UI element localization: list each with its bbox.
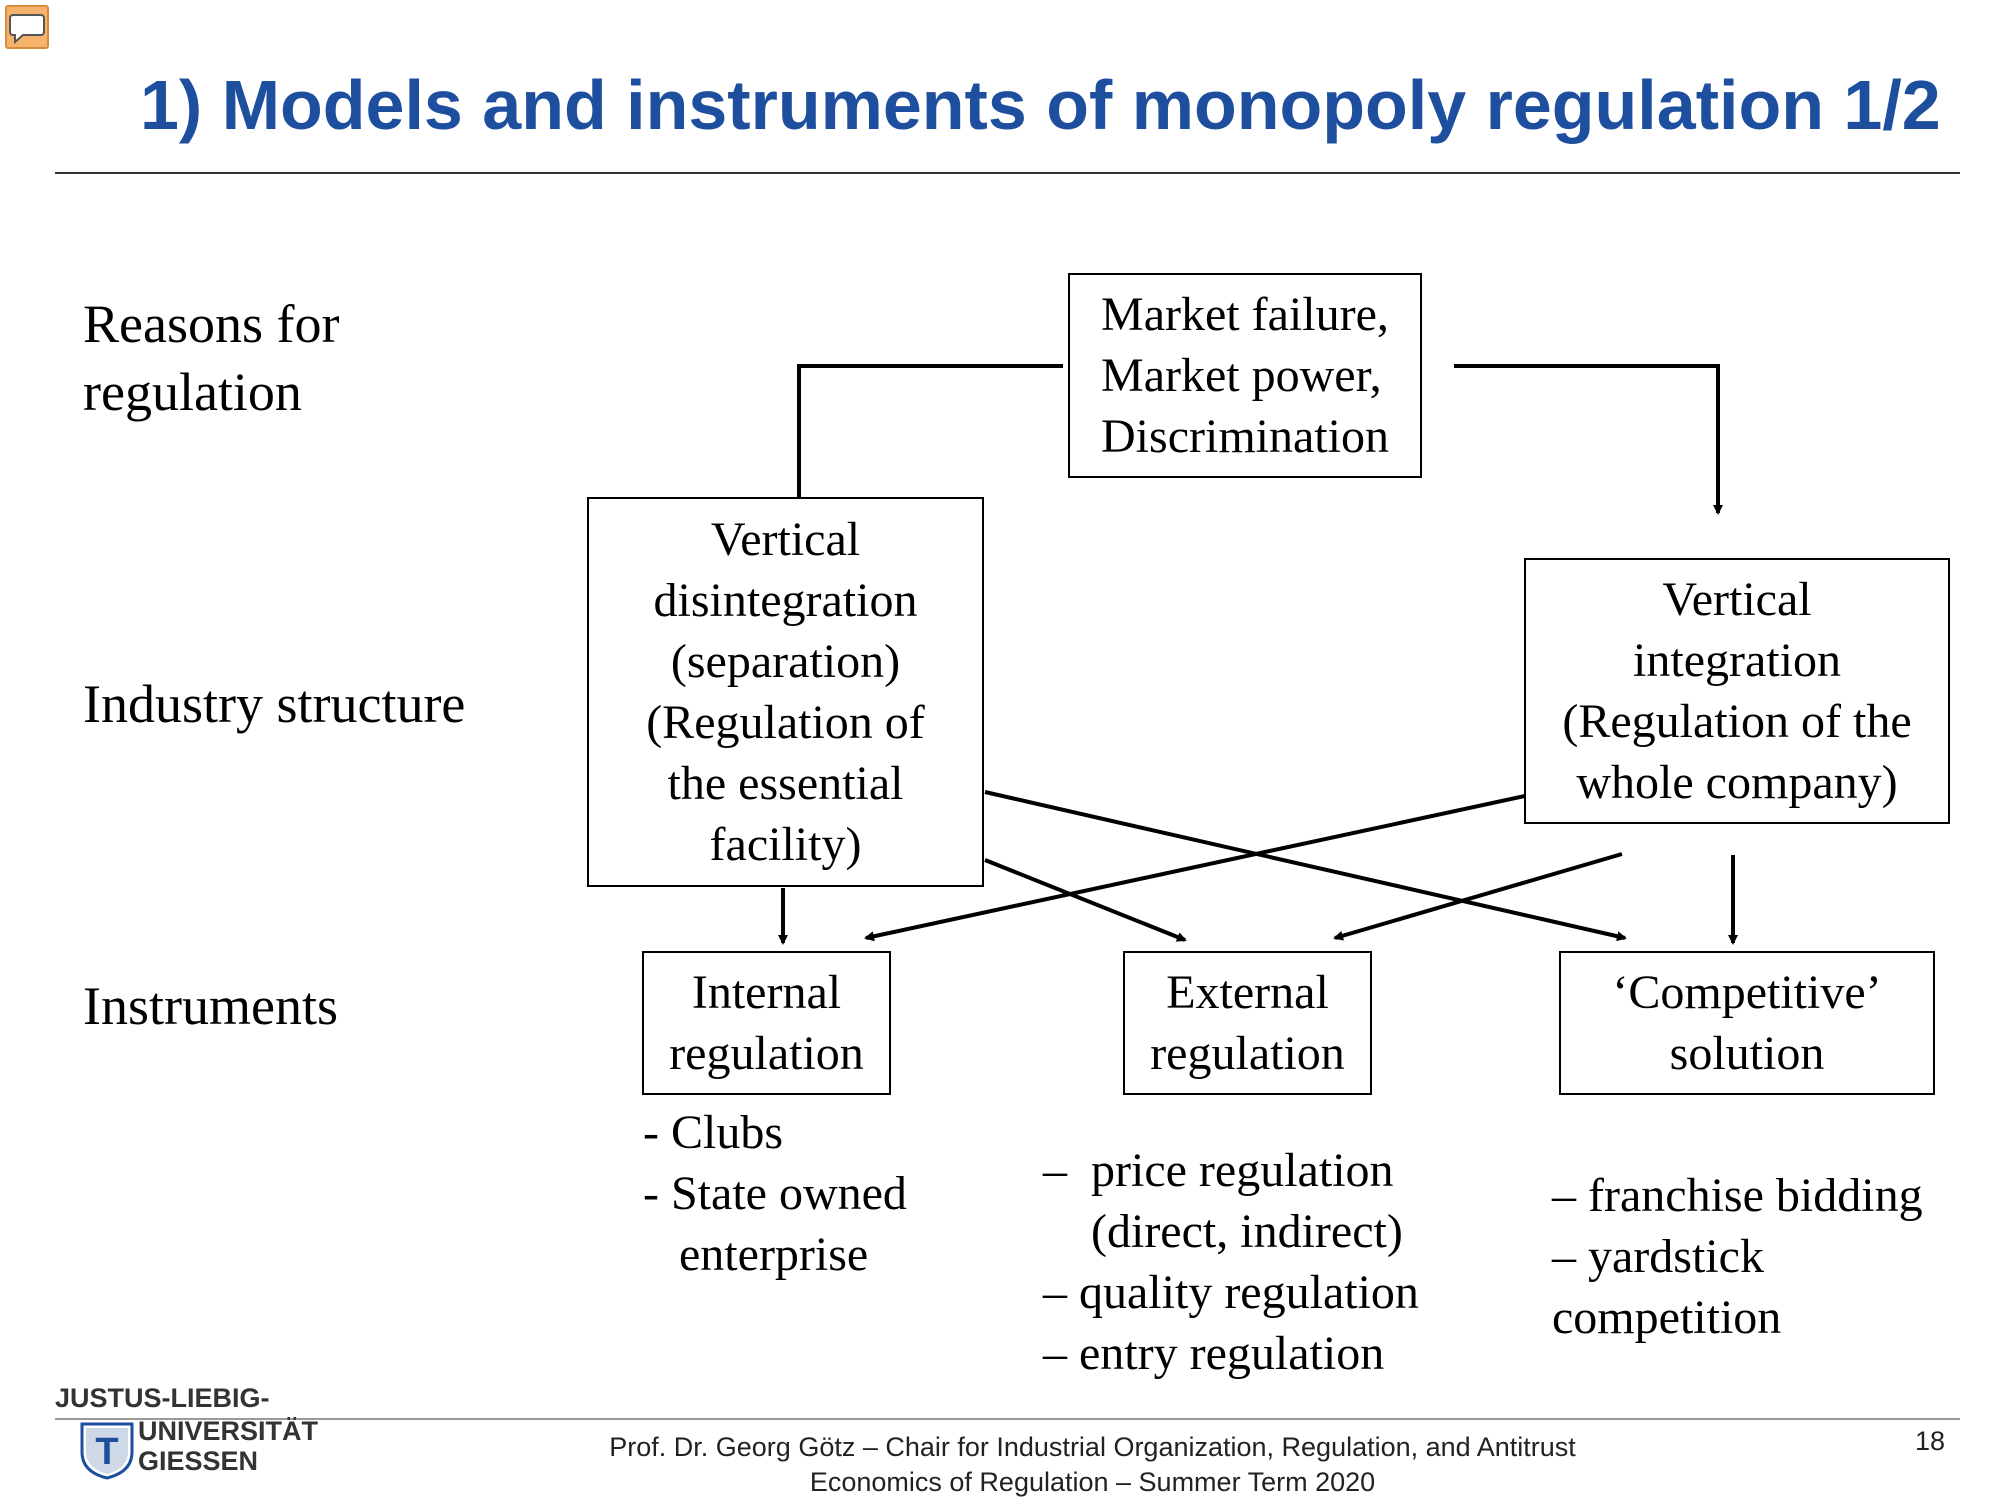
box-vertical-integration-text: Vertical integration (Regulation of the … bbox=[1562, 573, 1912, 809]
box-vertical-integration: Vertical integration (Regulation of the … bbox=[1524, 558, 1950, 824]
list-competitive-instruments: – franchise bidding – yardstick competit… bbox=[1552, 1169, 1923, 1344]
row-label-instruments: Instruments bbox=[83, 976, 338, 1036]
box-vertical-disintegration: Vertical disintegration (separation) (Re… bbox=[587, 497, 984, 887]
box-internal-regulation-text: Internal regulation bbox=[669, 966, 864, 1080]
comment-icon[interactable] bbox=[5, 5, 49, 49]
box-vertical-disintegration-text: Vertical disintegration (separation) (Re… bbox=[646, 513, 925, 871]
university-name-line1: JUSTUS-LIEBIG- bbox=[55, 1383, 270, 1413]
box-market-failure: Market failure, Market power, Discrimina… bbox=[1068, 273, 1422, 478]
connector-market-to-disintegration bbox=[797, 364, 1063, 497]
connector-market-to-integration bbox=[1454, 364, 1723, 515]
university-name-line3: GIESSEN bbox=[138, 1446, 259, 1476]
footer-credit-line2: Economics of Regulation – Summer Term 20… bbox=[809, 1467, 1376, 1497]
footer-divider bbox=[55, 1418, 1960, 1420]
arrow-disintegration-to-external bbox=[984, 858, 1187, 942]
title-divider bbox=[55, 172, 1960, 174]
logo-letter: T bbox=[95, 1431, 118, 1473]
list-external-instruments: – price regulation (direct, indirect) – … bbox=[1043, 1144, 1419, 1380]
list-internal-instruments: - Clubs - State owned enterprise bbox=[643, 1106, 907, 1281]
box-competitive-solution: ‘Competitive’ solution bbox=[1559, 951, 1935, 1095]
arrow-integration-to-external bbox=[1333, 852, 1623, 941]
box-external-regulation-text: External regulation bbox=[1150, 966, 1345, 1080]
box-external-regulation: External regulation bbox=[1123, 951, 1372, 1095]
row-label-reasons: Reasons for regulation bbox=[83, 294, 340, 422]
row-label-structure: Industry structure bbox=[83, 674, 466, 734]
slide-title: 1) Models and instruments of monopoly re… bbox=[140, 66, 1941, 144]
university-shield-logo: T bbox=[80, 1422, 134, 1480]
page-number: 18 bbox=[1915, 1426, 1946, 1456]
university-name-line2: UNIVERSITÄT bbox=[138, 1416, 319, 1446]
box-market-failure-text: Market failure, Market power, Discrimina… bbox=[1101, 288, 1389, 463]
box-competitive-solution-text: ‘Competitive’ solution bbox=[1612, 966, 1882, 1080]
box-internal-regulation: Internal regulation bbox=[642, 951, 891, 1095]
footer-credit-line1: Prof. Dr. Georg Götz – Chair for Industr… bbox=[609, 1432, 1576, 1462]
